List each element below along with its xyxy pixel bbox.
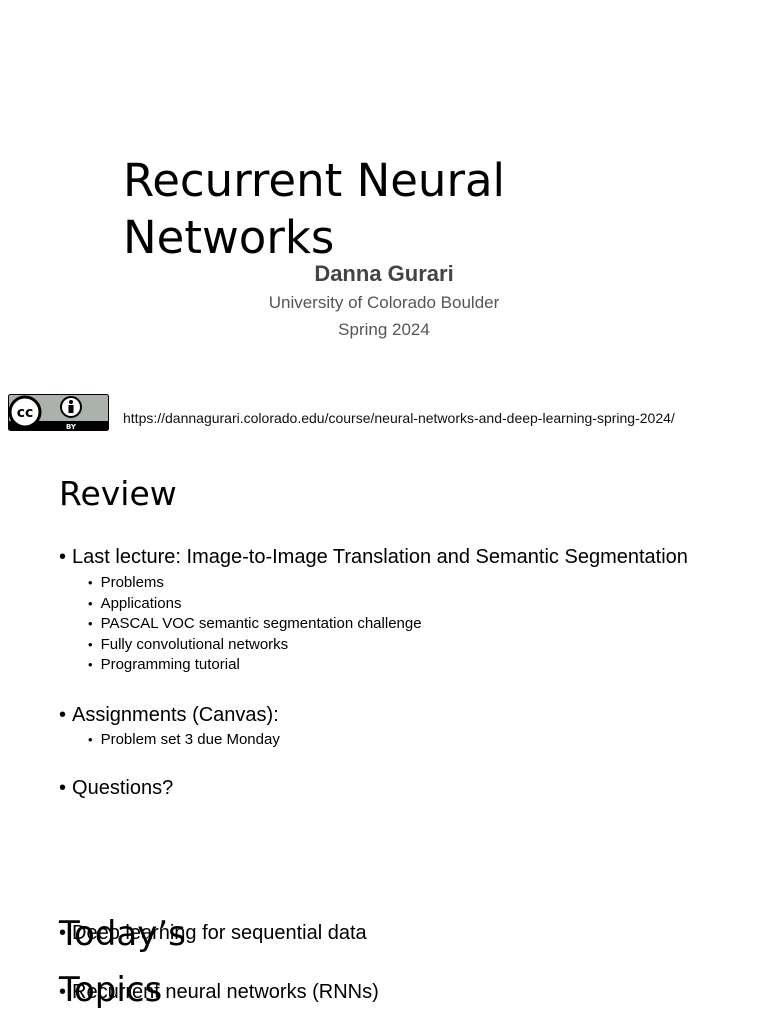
list-item: Fully convolutional networks <box>88 636 289 653</box>
course-url-link[interactable]: https://dannagurari.colorado.edu/course/… <box>123 410 675 426</box>
list-item: Questions? <box>59 777 173 800</box>
slide-title-line2: Networks <box>123 211 335 264</box>
topic-item: Recurrent neural networks (RNNs) <box>59 981 379 1004</box>
list-item: Applications <box>88 595 182 612</box>
review-heading: Review <box>59 474 177 513</box>
author-name: Danna Gurari <box>314 261 454 286</box>
topic-item: Deep learning for sequential data <box>59 922 367 945</box>
creative-commons-by-icon: cc BY <box>8 394 109 431</box>
by-text: BY <box>66 423 77 431</box>
cc-text: cc <box>17 405 34 421</box>
list-item: Programming tutorial <box>88 656 240 673</box>
list-item: PASCAL VOC semantic segmentation challen… <box>88 615 422 632</box>
list-item: Problem set 3 due Monday <box>88 731 280 748</box>
slide-title: Recurrent Neural Networks <box>123 152 683 266</box>
slide-title-line1: Recurrent Neural <box>123 154 506 207</box>
list-item: Assignments (Canvas): <box>59 704 279 727</box>
list-item: Last lecture: Image-to-Image Translation… <box>59 546 688 569</box>
term: Spring 2024 <box>338 320 430 339</box>
list-item: Problems <box>88 574 164 591</box>
affiliation: University of Colorado Boulder <box>268 293 500 312</box>
